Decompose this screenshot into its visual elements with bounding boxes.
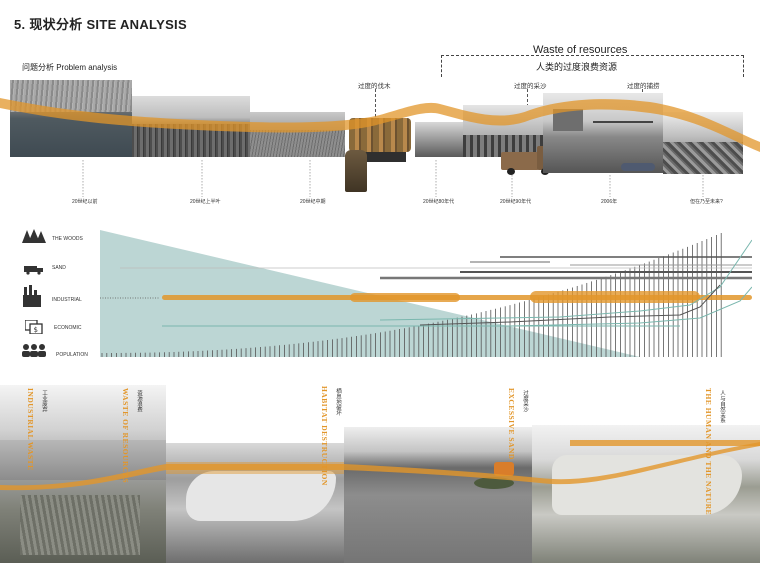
era-label: 20世纪上半叶 <box>190 199 221 205</box>
waste-bracket <box>441 55 744 77</box>
problem-cn-industrial-waste: 工业废弃 <box>41 390 47 412</box>
trend-diagram <box>100 230 752 357</box>
problem-cn-waste-resources: 资源浪费 <box>136 390 142 412</box>
era-label: 但在乃至未来? <box>690 199 723 205</box>
panel-waste-resources <box>166 443 344 563</box>
era-label: 20世纪以前 <box>72 199 98 205</box>
annotation-fishing: 过度的捕捞 <box>627 83 660 90</box>
problem-label-waste-resources: WASTE OF RESOURCES <box>121 388 130 483</box>
panel-human-nature <box>532 425 760 563</box>
annotation-logging: 过度的伐木 <box>358 83 391 90</box>
indicator-label-woods: THE WOODS <box>52 236 83 242</box>
people-icon <box>22 343 48 362</box>
annotation-sand: 过度的采沙 <box>514 83 547 90</box>
era-label: 2006年 <box>601 199 618 205</box>
factory-icon <box>23 285 43 312</box>
problem-label-industrial-waste: INDUSTRIAL WASTE <box>26 388 35 471</box>
trees-icon <box>22 229 46 250</box>
indicator-label-industrial: INDUSTRIAL <box>52 297 82 303</box>
panel-industrial-waste <box>0 385 166 563</box>
era-label: 20世纪80年代 <box>423 199 455 205</box>
indicator-label-economic: ECONOMIC <box>54 325 82 331</box>
panel-excessive-sand <box>344 427 532 563</box>
era-leader-lines <box>82 160 704 197</box>
problem-label-excessive-sand: EXCESSIVE SAND <box>507 388 516 460</box>
leader-line <box>527 89 529 117</box>
problem-analysis-label: 问题分析 Problem analysis <box>22 63 118 72</box>
photo-reeds <box>250 112 345 157</box>
photo-logger-figure <box>345 150 367 192</box>
indicator-label-population: POPULATION <box>56 352 88 358</box>
era-label: 20世纪中期 <box>300 199 326 205</box>
photo-trees <box>415 122 463 157</box>
waste-subtitle: 人类的过度浪费资源 <box>536 62 618 72</box>
era-label: 20世纪90年代 <box>500 199 532 205</box>
problem-cn-human-nature: 人与自然关系 <box>719 390 725 423</box>
timeline-orange-band <box>0 98 760 152</box>
truck-icon <box>24 262 44 280</box>
bottom-orange-band <box>0 440 760 491</box>
money-icon: $ <box>24 319 43 339</box>
problem-label-habitat: HABITAT DESTRUCTION <box>320 386 329 486</box>
indicator-label-sand: SAND <box>52 265 66 271</box>
problem-cn-habitat: 栖息地破坏 <box>335 388 341 416</box>
page-title: 5. 现状分析 SITE ANALYSIS <box>14 17 187 32</box>
waste-title: Waste of resources <box>533 44 628 56</box>
svg-text:$: $ <box>34 326 38 334</box>
problem-cn-excessive-sand: 过度采沙 <box>522 390 528 412</box>
problem-label-human-nature: THE HUMAN AND THE NATURE <box>704 388 713 516</box>
leader-line <box>375 89 377 117</box>
